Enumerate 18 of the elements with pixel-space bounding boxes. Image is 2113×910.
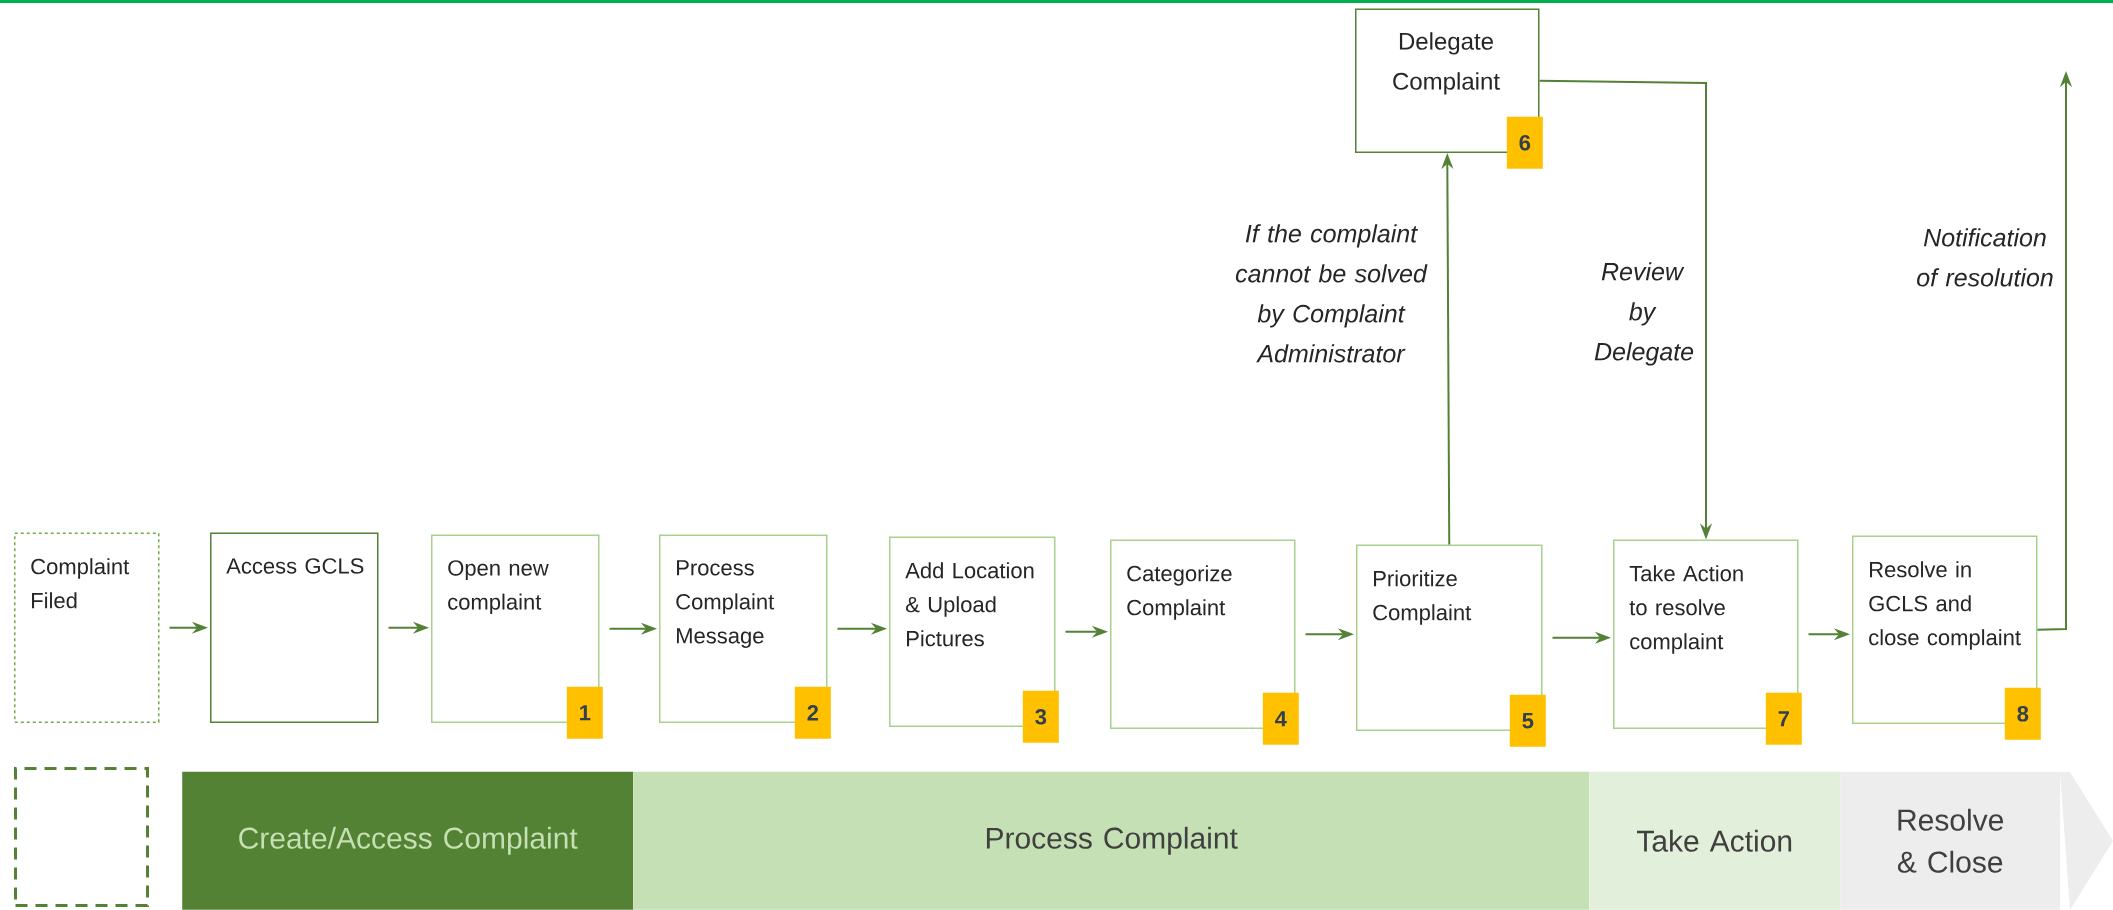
dashed-box — [14, 767, 149, 907]
step-badge: 3 — [1022, 690, 1059, 743]
step-badge: 8 — [2004, 687, 2041, 740]
step-badge: 5 — [1509, 694, 1546, 747]
step-badge: 4 — [1262, 692, 1299, 745]
phase-band: Resolve & Close — [1840, 771, 2113, 910]
edge-label: Review by Delegate — [1594, 262, 1694, 366]
step-badge: 1 — [566, 686, 603, 739]
step-badge: 2 — [794, 686, 831, 739]
phase-band: Process Complaint — [633, 771, 1590, 910]
phase-band: Create/Access Complaint — [182, 771, 634, 910]
phase-band: Take Action — [1589, 771, 1841, 910]
process-box: Access GCLS — [210, 532, 379, 723]
edge-label: If the complaint cannot be solved by Complaint Administrator — [1235, 224, 1428, 363]
edge-label: Notification of resolution — [1917, 228, 2053, 287]
step-badge: 7 — [1765, 692, 1802, 745]
step-badge: 6 — [1506, 116, 1543, 169]
process-box: Complaint Filed — [14, 532, 160, 723]
